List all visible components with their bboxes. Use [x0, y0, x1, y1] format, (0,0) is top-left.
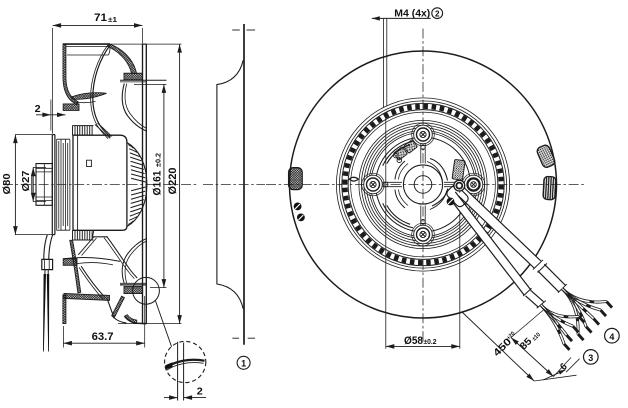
svg-text:Ø58: Ø58: [404, 335, 423, 347]
svg-text:Ø27: Ø27: [20, 170, 32, 191]
svg-text:2: 2: [35, 103, 41, 115]
svg-text:71: 71: [94, 12, 107, 24]
svg-text:2: 2: [197, 385, 203, 397]
svg-text:2: 2: [435, 9, 440, 19]
svg-text:63.7: 63.7: [92, 331, 114, 343]
svg-text:±0.2: ±0.2: [424, 339, 437, 346]
svg-text:1: 1: [241, 359, 247, 370]
svg-text:M4 (4x): M4 (4x): [394, 7, 430, 19]
svg-text:Ø161: Ø161: [151, 171, 163, 196]
svg-text:Ø220: Ø220: [167, 168, 179, 195]
svg-text:4: 4: [609, 332, 615, 343]
svg-text:±10: ±10: [531, 332, 542, 343]
svg-text:Ø80: Ø80: [1, 173, 13, 194]
svg-text:6: 6: [558, 361, 570, 373]
svg-text:±1: ±1: [108, 15, 117, 24]
svg-text:±0.2: ±0.2: [155, 153, 162, 167]
svg-text:+20: +20: [506, 331, 517, 342]
svg-text:3: 3: [588, 353, 593, 364]
